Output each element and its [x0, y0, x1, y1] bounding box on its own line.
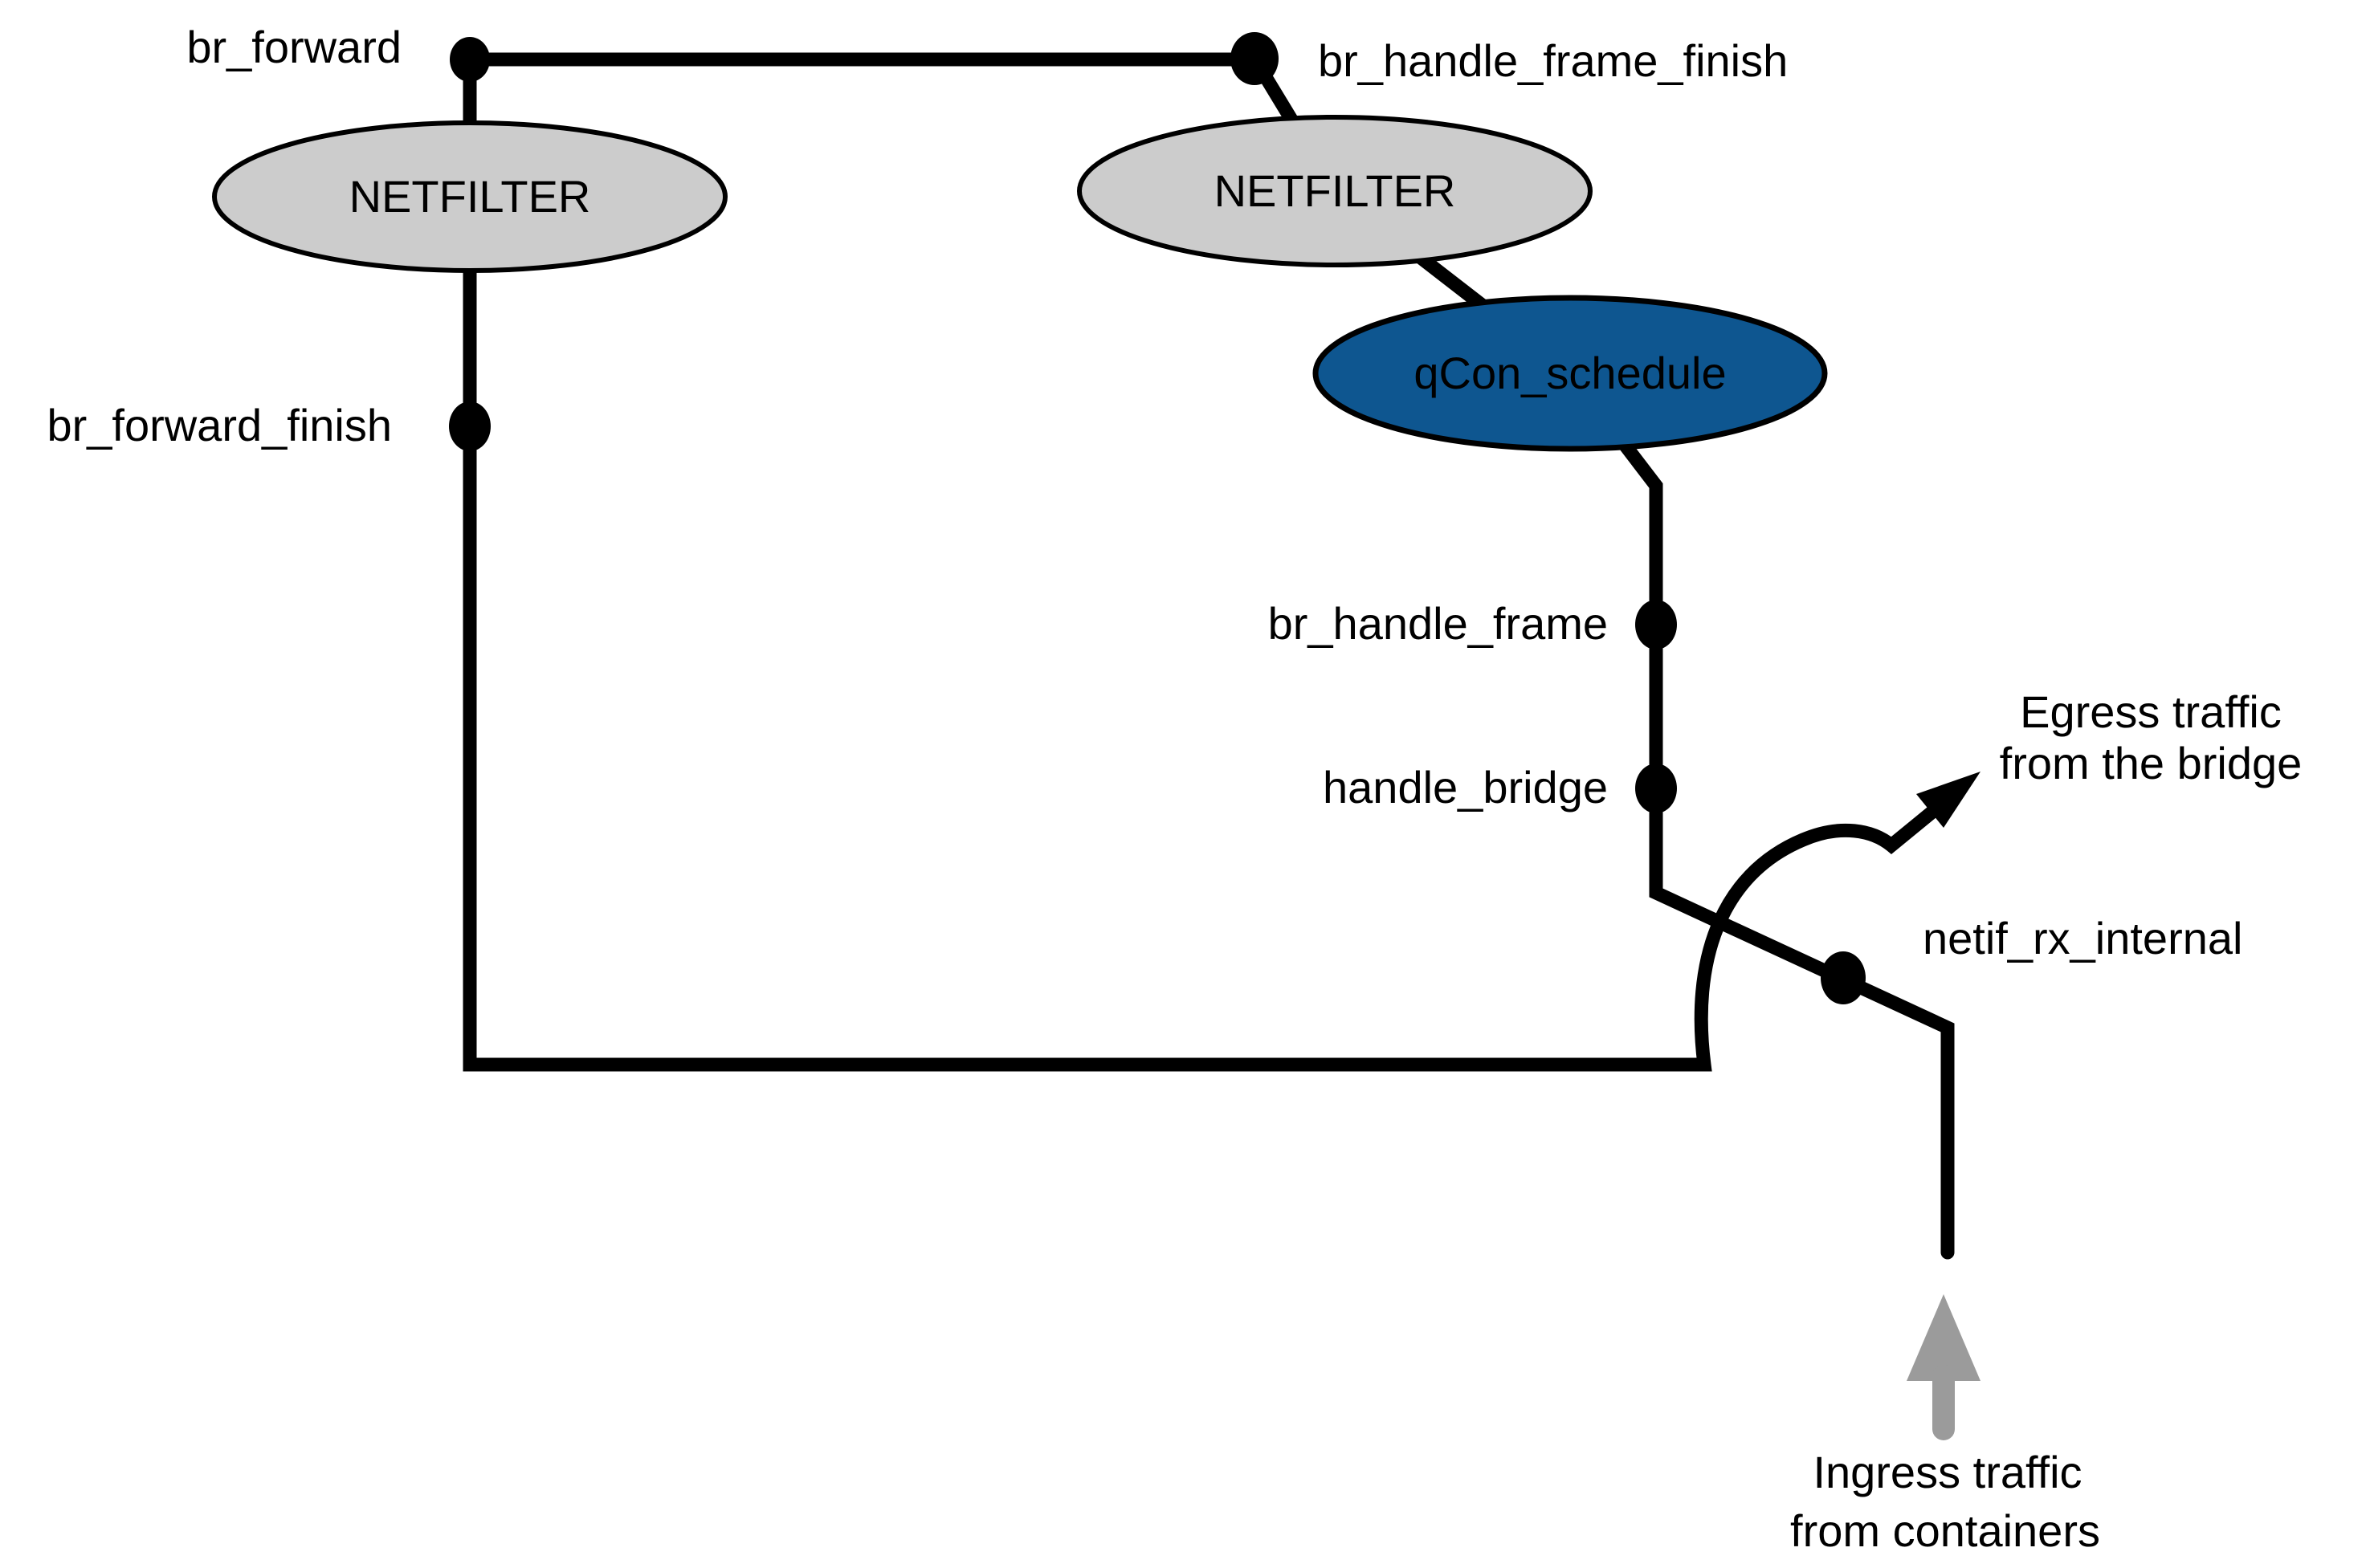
br-handle-frame-dot — [1635, 600, 1677, 650]
netfilter-left-node: NETFILTER — [212, 120, 728, 273]
netfilter-left-ellipse — [212, 120, 728, 273]
br-forward-dot — [450, 37, 490, 82]
qcon-schedule-ellipse — [1312, 295, 1828, 452]
handle-bridge-dot — [1635, 764, 1677, 813]
egress-arrowhead-icon — [1916, 772, 1981, 828]
br-forward-finish-label: br_forward_finish — [47, 400, 392, 450]
br-handle-frame-finish-label: br_handle_frame_finish — [1318, 35, 1788, 86]
ingress-traffic-label-line2: from containers — [1790, 1505, 2100, 1556]
ingress-arrowhead — [1907, 1294, 1981, 1381]
netfilter-right-ellipse — [1077, 115, 1593, 267]
egress-traffic-label-line2: from the bridge — [2000, 738, 2303, 788]
netif-rx-internal-dot — [1821, 951, 1866, 1004]
qcon-schedule-node: qCon_schedule — [1312, 295, 1828, 452]
br-handle-frame-finish-dot — [1230, 32, 1279, 85]
edge-forward-bottom-egress-path — [463, 197, 1945, 1072]
ingress-arrow-icon — [1907, 1294, 1981, 1440]
handle-bridge-label: handle_bridge — [1323, 762, 1608, 813]
egress-traffic-label-line1: Egress traffic — [2020, 686, 2282, 737]
br-forward-finish-dot — [449, 401, 491, 451]
br-forward-label: br_forward — [186, 22, 402, 72]
netfilter-left-label: NETFILTER — [349, 171, 591, 222]
br-handle-frame-label: br_handle_frame — [1268, 598, 1608, 649]
netif-rx-internal-label: netif_rx_internal — [1923, 913, 2242, 963]
netfilter-right-label: NETFILTER — [1214, 165, 1456, 216]
qcon-schedule-label: qCon_schedule — [1413, 348, 1726, 398]
netfilter-right-node: NETFILTER — [1077, 115, 1593, 267]
ingress-traffic-label-line1: Ingress traffic — [1813, 1447, 2082, 1497]
